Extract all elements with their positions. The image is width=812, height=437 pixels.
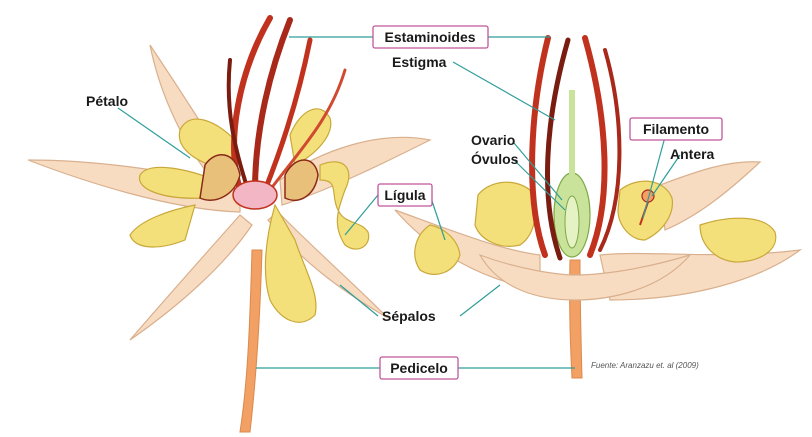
sepalos-label: Sépalos [382,308,436,324]
right-petal-left-hood [475,182,535,246]
pedicelo-label: Pedicelo [390,360,448,376]
left-ligula-petal [320,162,369,249]
left-flower-center [233,181,277,209]
left-petal-lower-left [130,205,195,247]
right-staminode-1 [532,38,548,255]
estaminoides-label: Estaminoides [384,29,475,45]
ligula-label: Lígula [384,187,425,203]
ovario-label: Ovario [471,132,515,148]
estigma-label: Estigma [392,54,447,70]
left-flower [28,18,430,432]
right-ovules [565,196,579,248]
left-petal-lower [265,205,316,322]
ovulos-label: Óvulos [471,150,519,167]
right-flower [395,38,800,378]
left-pedicel [240,250,262,432]
leader-sepalos-right [460,285,500,316]
filamento-label: Filamento [643,121,709,137]
petalo-label: Pétalo [86,93,128,109]
antera-label: Antera [670,146,715,162]
source-credit: Fuente: Aranzazu et. al (2009) [591,361,699,370]
